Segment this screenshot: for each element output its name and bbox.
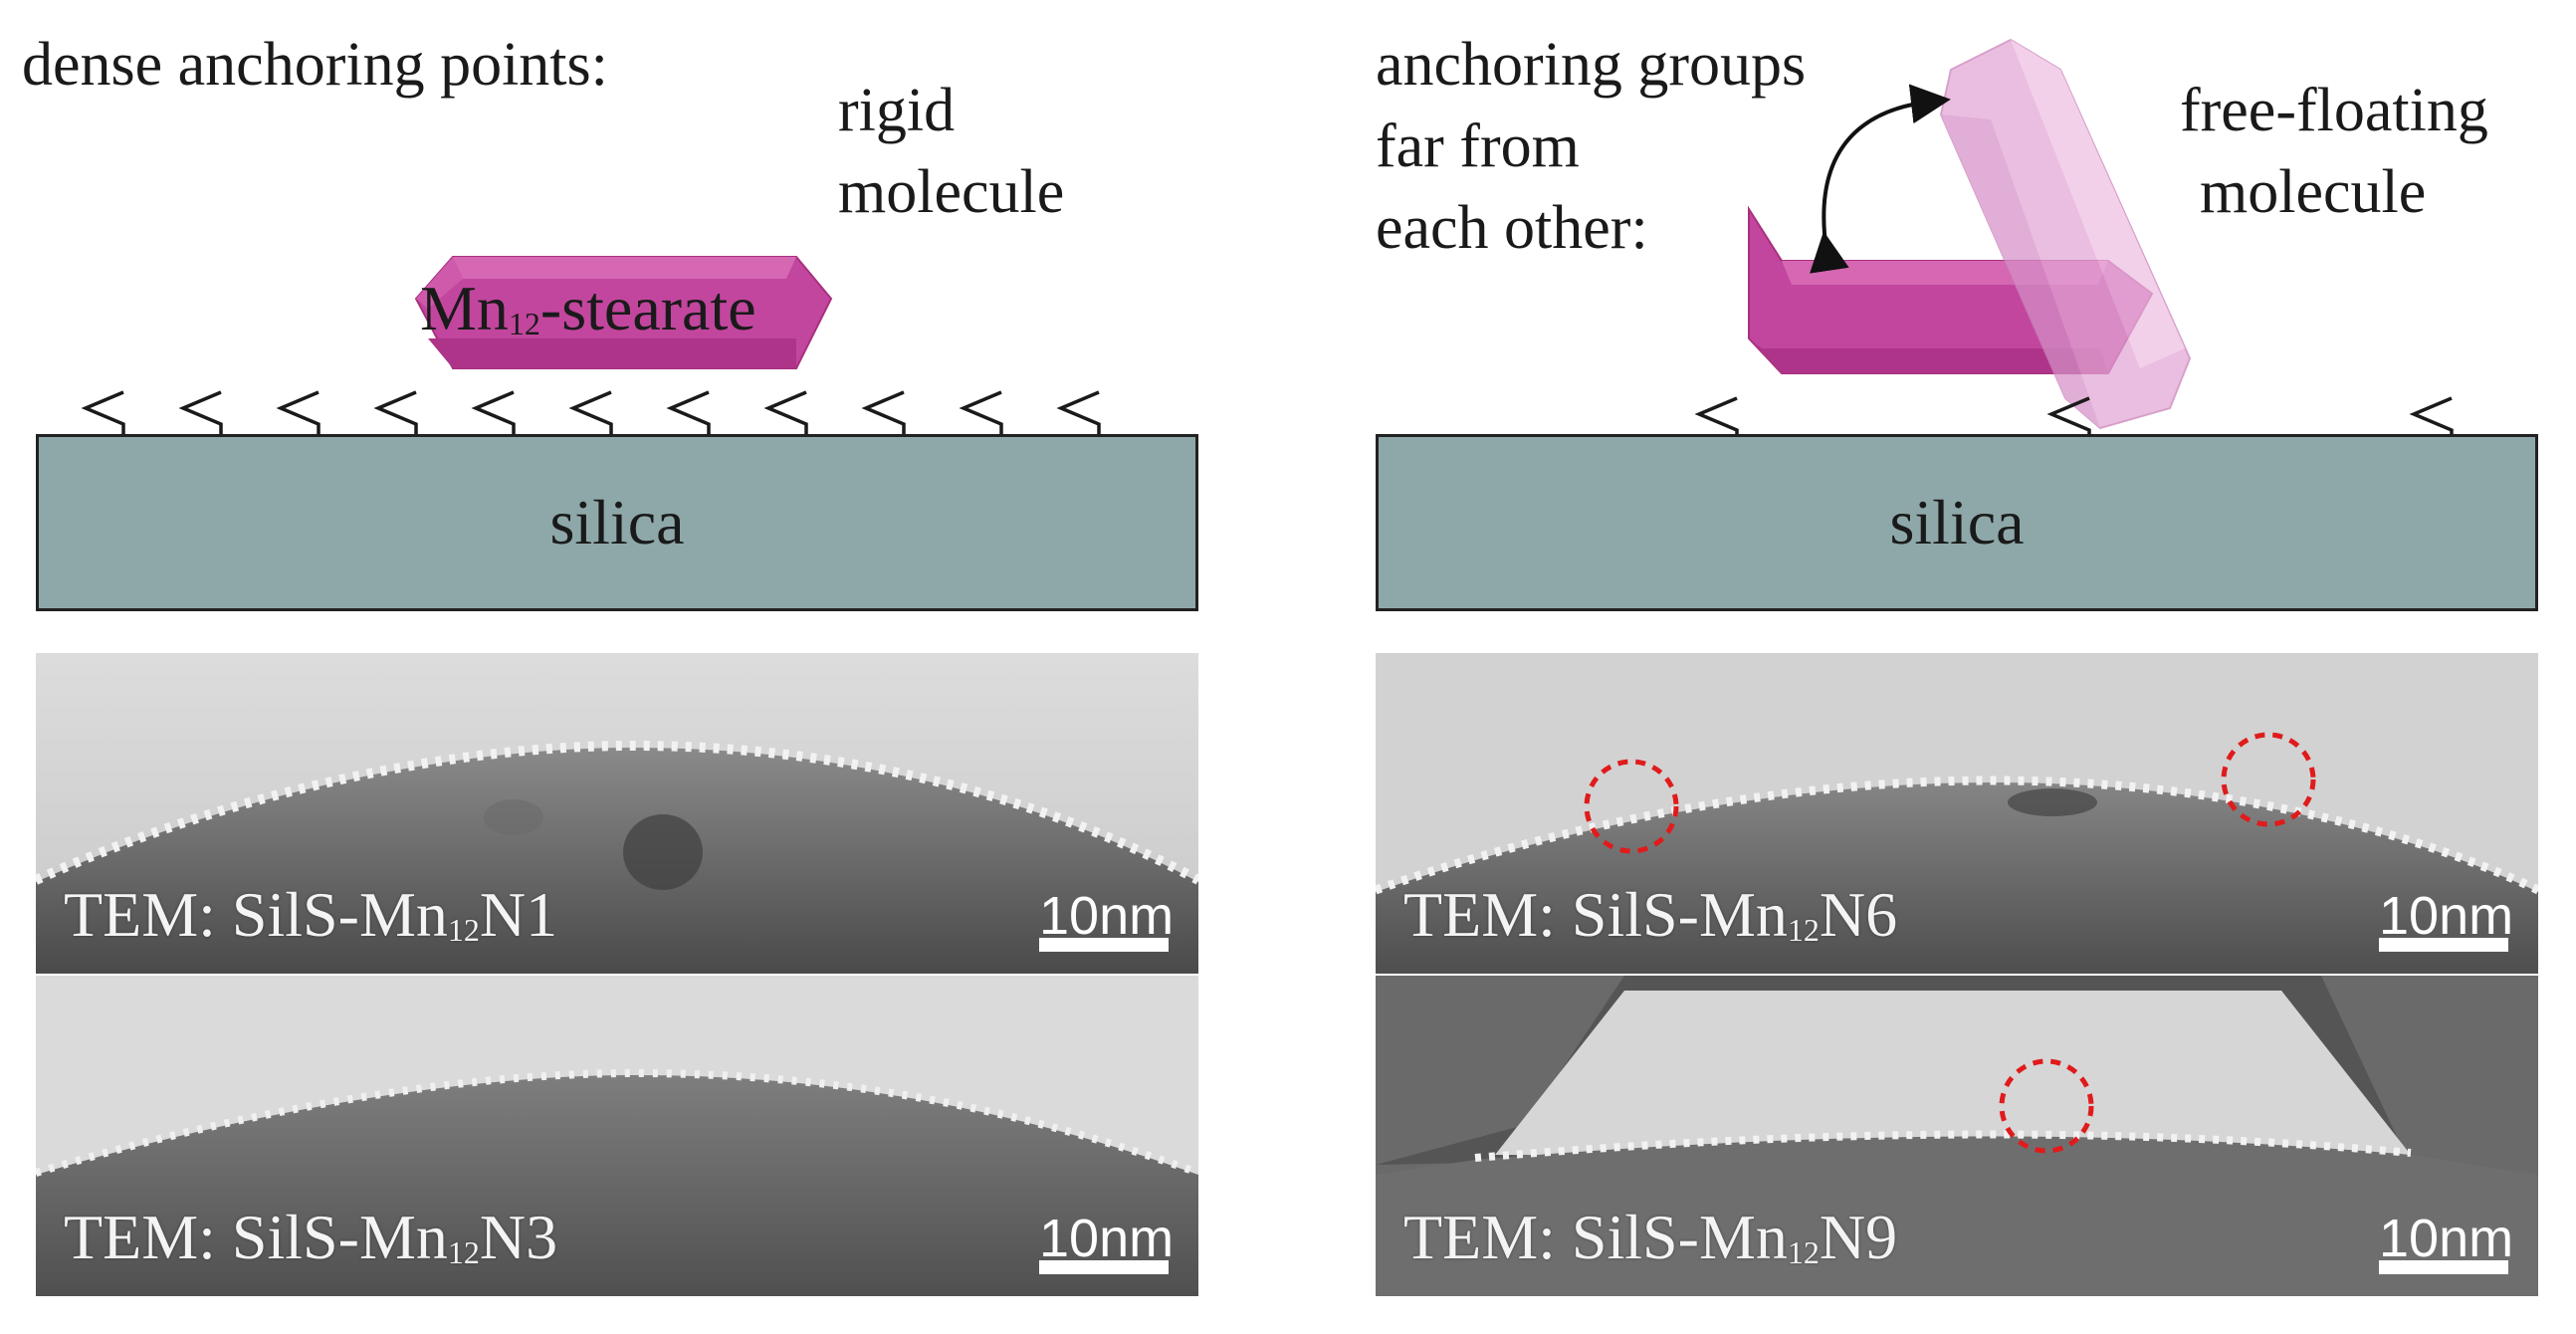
rigid-molecule (414, 256, 833, 369)
tem-panel-n3: TEM: SilS-Mn12N3 10nm (36, 976, 1198, 1296)
free-floating-label-line1: free-floating (2180, 77, 2488, 144)
scale-bar-n1: 10nm (1039, 888, 1174, 952)
right-heading-line3: each other: (1376, 194, 1648, 262)
tem-caption-n3: TEM: SilS-Mn12N3 (64, 1202, 558, 1273)
sparse-linkers (1694, 396, 2454, 438)
right-heading-line2: far from (1376, 112, 1580, 180)
tilted-molecule (1939, 38, 2192, 430)
rigid-label-line2: molecule (838, 158, 1065, 226)
left-heading: dense anchoring points: (22, 31, 608, 99)
molecule-label: Mn12-stearate (420, 273, 756, 343)
right-schematic (1694, 38, 2454, 438)
tem-panel-n1: TEM: SilS-Mn12N1 10nm (36, 653, 1198, 974)
silica-substrate-right: silica (1376, 434, 2538, 611)
scale-bar-n3: 10nm (1039, 1211, 1174, 1274)
scale-bar-n6: 10nm (2379, 888, 2513, 952)
tem-caption-n9: TEM: SilS-Mn12N9 (1403, 1202, 1898, 1273)
highlight-circle (2221, 732, 2316, 827)
tem-caption-n1: TEM: SilS-Mn12N1 (64, 879, 558, 951)
anchoring-linkers (81, 390, 1101, 436)
free-floating-label-line2: molecule (2200, 158, 2427, 226)
tem-panel-n6: TEM: SilS-Mn12N6 10nm (1376, 653, 2538, 974)
highlight-circle (1584, 759, 1679, 854)
rotation-arrow (1810, 84, 1951, 274)
rigid-label-line1: rigid (838, 77, 956, 144)
right-heading-line1: anchoring groups (1376, 31, 1807, 99)
scale-bar-n9: 10nm (2379, 1211, 2513, 1274)
tem-caption-n6: TEM: SilS-Mn12N6 (1403, 879, 1898, 951)
left-schematic (81, 256, 1101, 436)
tem-panel-n9: TEM: SilS-Mn12N9 10nm (1376, 976, 2538, 1296)
highlight-circle (1999, 1058, 2094, 1154)
silica-substrate-left: silica (36, 434, 1198, 611)
